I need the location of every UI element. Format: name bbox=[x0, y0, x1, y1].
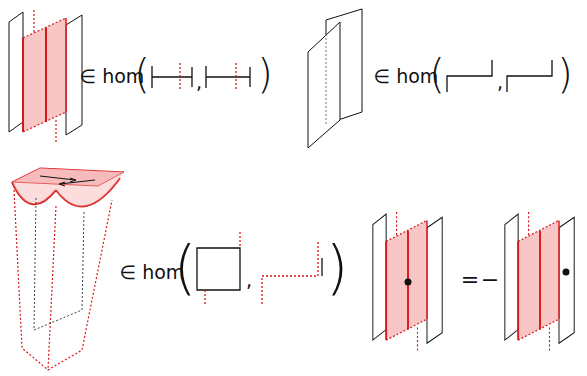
equals-sign: = bbox=[461, 269, 479, 291]
paren: ) bbox=[557, 54, 573, 94]
comma: , bbox=[246, 271, 252, 290]
paren: ( bbox=[174, 239, 197, 297]
paren: ( bbox=[134, 54, 150, 94]
paren: ) bbox=[257, 54, 273, 94]
hom-symbol: ∈ hom bbox=[374, 67, 439, 86]
comma: , bbox=[196, 73, 202, 92]
paren: ( bbox=[429, 54, 445, 94]
minus-sign: − bbox=[481, 269, 499, 291]
paren: ) bbox=[326, 239, 349, 297]
comma: , bbox=[497, 73, 503, 92]
